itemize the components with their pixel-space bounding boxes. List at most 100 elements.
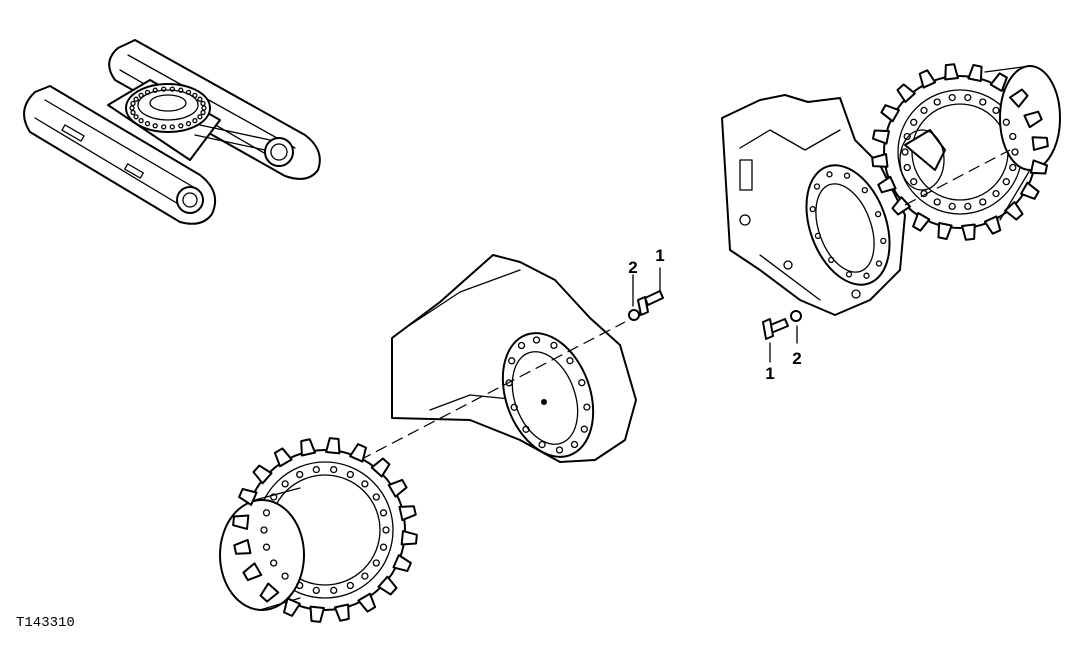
sprocket-tooth (370, 457, 391, 478)
sprocket-tooth (1009, 88, 1029, 108)
sprocket-tooth (871, 153, 889, 168)
sprocket-tooth (896, 83, 916, 103)
bolt-hole (296, 470, 304, 479)
bolt-hole (508, 357, 516, 365)
sprocket-tooth (309, 605, 325, 623)
sprocket-tooth (1031, 136, 1049, 151)
sprocket-tooth (387, 478, 408, 498)
bolt-hole (197, 96, 203, 102)
bolt-hole (964, 93, 972, 102)
bolt-hole (130, 109, 136, 116)
bolt-hole (133, 96, 139, 102)
bolt-hole (169, 86, 175, 92)
bolt-hole (185, 120, 192, 127)
bolt-hole (379, 509, 388, 517)
sprocket-tooth (983, 215, 1002, 235)
sprocket-tooth (877, 175, 897, 194)
bolt-hole (379, 543, 388, 551)
bolt-hole (874, 210, 882, 218)
bolt-hole (372, 493, 380, 501)
bolt-hole (517, 341, 526, 350)
bolt-hole (1011, 148, 1019, 156)
sprocket-tooth (357, 592, 377, 613)
bolt-hole (361, 480, 369, 488)
bolt-hole (903, 132, 911, 141)
bolt-hole (814, 232, 822, 240)
bolt-hole (312, 586, 320, 595)
bolt-hole (1002, 178, 1010, 186)
sprocket-tooth (872, 129, 891, 145)
right-frame-assembly (721, 94, 906, 316)
sprocket-tooth (967, 64, 983, 83)
bolt-hole (510, 403, 518, 411)
bolt-hole (201, 105, 207, 111)
bolt-hole (948, 202, 956, 211)
bolt-hole (197, 114, 203, 120)
bolt-hole (1009, 163, 1017, 172)
bolt-hole (138, 92, 144, 99)
sprocket-tooth (300, 438, 317, 457)
bolt-hole (192, 92, 198, 99)
undercarriage-overview (23, 39, 321, 225)
bolt-hole (312, 465, 320, 474)
bolt-hole (281, 572, 289, 580)
sprocket-tooth (349, 443, 367, 463)
bolt-hole (578, 379, 586, 387)
right-final-drive (871, 63, 1061, 241)
bolt-hole (133, 114, 139, 120)
bolt-hole (992, 189, 1000, 198)
callout-center-bolt: 1 (655, 246, 664, 265)
sprocket-tooth (937, 221, 953, 240)
bolt-hole (845, 271, 853, 278)
center-final-drive (219, 437, 418, 623)
bolt-hole (178, 123, 184, 129)
sprocket-tooth (242, 562, 263, 582)
sprocket-tooth (325, 437, 341, 455)
bolt-hole (583, 403, 591, 411)
sprocket-tooth (918, 69, 937, 89)
bolt-hole (161, 86, 167, 92)
bolt-hole (570, 440, 579, 449)
bolt-hole (262, 509, 271, 517)
bolt-hole (910, 118, 918, 126)
bolt-hole (843, 172, 851, 179)
bolt-hole (330, 465, 338, 474)
bolt-hole (979, 98, 987, 106)
bolt-hole (161, 124, 167, 130)
bolt-hole (262, 543, 271, 551)
bolt-hole (863, 272, 870, 279)
bolt-hole (580, 425, 588, 433)
bolt-hole (964, 202, 972, 211)
sprocket-tooth (961, 223, 976, 241)
bolt-hole (809, 205, 816, 213)
sprocket-tooth (944, 63, 959, 81)
bolt-hole (1009, 132, 1017, 141)
bolt-hole (144, 120, 151, 127)
bolt-hole (933, 98, 941, 106)
bolt-hole (948, 93, 956, 102)
bolt-hole (903, 163, 911, 172)
sprocket-tooth (392, 554, 412, 572)
sprocket-tooth (891, 196, 911, 216)
sprocket-tooth (400, 530, 418, 546)
sprocket-tooth (233, 538, 252, 555)
bolt-hole (910, 178, 918, 186)
bolt-hole (933, 198, 941, 206)
sprocket-tooth (880, 104, 900, 123)
bolt-hole (813, 183, 821, 190)
bolt-hole (192, 117, 198, 124)
bolt-hole (152, 87, 158, 93)
sprocket-tooth (1020, 181, 1040, 200)
callout-center-washer: 2 (628, 258, 637, 277)
bolt-hole (828, 256, 835, 264)
bolt-hole (169, 124, 175, 130)
bolt-hole (880, 237, 887, 245)
bolt-hole (566, 357, 574, 365)
sprocket-tooth (259, 582, 280, 603)
bolt-hole (979, 198, 987, 206)
sprocket-tooth (1029, 159, 1048, 175)
bolt-hole (260, 526, 268, 534)
bolt-hole (901, 148, 909, 156)
sprocket-tooth (377, 575, 398, 596)
